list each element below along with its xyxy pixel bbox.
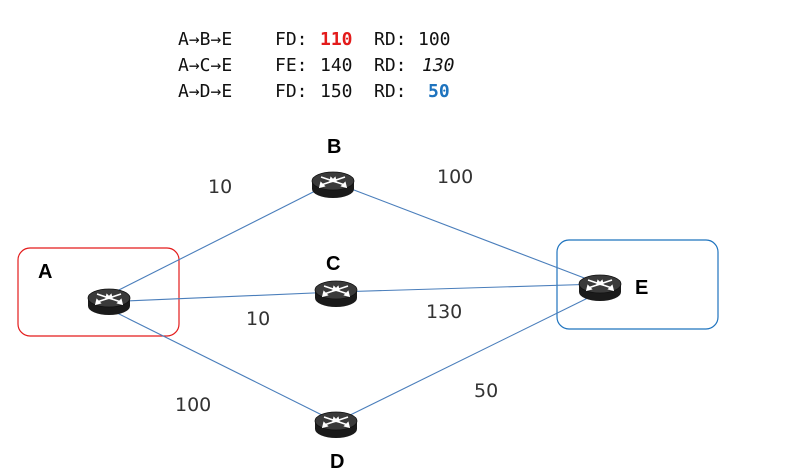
route-path: A→C→E [178, 55, 232, 76]
edge-label-d-e: 50 [474, 380, 498, 402]
node-label-a: A [38, 261, 52, 283]
edge-label-b-e: 100 [437, 166, 473, 188]
node-label-e: E [635, 277, 648, 299]
route-fd-value: 140 [320, 55, 353, 76]
route-path: A→D→E [178, 81, 232, 102]
edge-label-c-e: 130 [426, 301, 462, 323]
link-c-e [335, 283, 601, 293]
route-fd-value: 110 [320, 29, 353, 50]
route-rd-label: RD: [374, 55, 407, 76]
route-rd-label: RD: [374, 81, 407, 102]
destination-box-e [556, 239, 719, 330]
route-row-ace: A→C→E FE: 140 RD: 130 [178, 55, 455, 76]
route-fd-value: 150 [320, 81, 353, 102]
route-rd-value: 130 [422, 55, 455, 76]
link-a-d [102, 305, 337, 423]
route-list: A→B→E FD: 110 RD: 100 A→C→E FE: 140 RD: … [178, 29, 455, 102]
route-metric-label: FD: [275, 29, 308, 50]
route-rd-value: 100 [418, 29, 451, 50]
router-c-icon [314, 280, 358, 308]
route-path: A→B→E [178, 29, 232, 50]
router-a-icon [87, 288, 131, 316]
router-b-icon [311, 171, 355, 199]
route-rd-label: RD: [374, 29, 407, 50]
node-label-d: D [330, 451, 344, 473]
route-metric-label: FE: [275, 55, 308, 76]
source-box-a [17, 247, 180, 337]
router-e-icon [578, 274, 622, 302]
route-rd-value: 50 [428, 81, 450, 102]
link-b-e [332, 181, 601, 285]
edge-label-a-d: 100 [175, 394, 211, 416]
edge-label-a-c: 10 [246, 308, 270, 330]
route-row-abe: A→B→E FD: 110 RD: 100 [178, 29, 451, 50]
node-label-b: B [327, 136, 341, 158]
route-metric-label: FD: [275, 81, 308, 102]
node-label-c: C [326, 253, 340, 275]
link-a-c [102, 291, 337, 303]
edge-label-a-b: 10 [208, 176, 232, 198]
router-d-icon [314, 411, 358, 439]
route-row-ade: A→D→E FD: 150 RD: 50 [178, 81, 450, 102]
link-d-e [335, 291, 601, 423]
link-a-b [102, 181, 334, 299]
